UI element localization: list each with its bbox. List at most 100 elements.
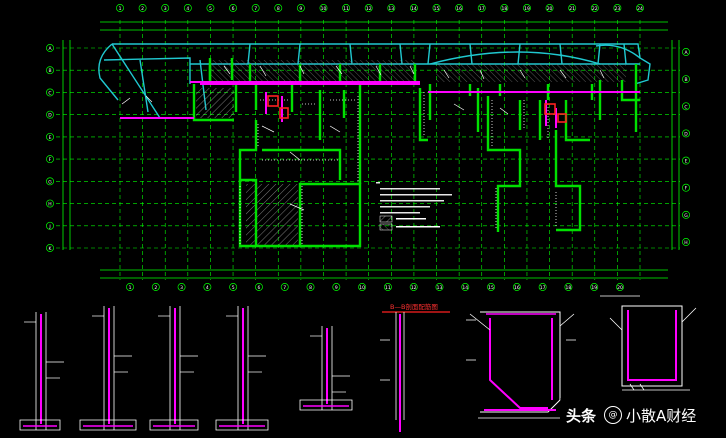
left-axis-bubble: E bbox=[46, 132, 54, 141]
right-axis-bubble: F bbox=[682, 183, 690, 192]
top-axis-bubble-label: 18 bbox=[501, 6, 507, 12]
top-axis-bubble-label: 7 bbox=[254, 6, 257, 12]
top-axis-bubble-label: 22 bbox=[592, 6, 598, 12]
top-axis-bubble: 5 bbox=[206, 4, 215, 12]
top-axis-bubble-label: 24 bbox=[637, 6, 643, 12]
top-axis-bubble: 16 bbox=[455, 4, 464, 12]
wall-section bbox=[79, 306, 137, 431]
left-axis-bubble: K bbox=[46, 244, 54, 252]
right-axis-bubble: D bbox=[682, 129, 690, 137]
bottom-axis-bubble: 13 bbox=[435, 283, 444, 291]
right-axis-bubble-label: G bbox=[684, 213, 688, 219]
bottom-axis-bubble-label: 14 bbox=[462, 285, 468, 291]
bottom-axis-bubble: 8 bbox=[306, 283, 315, 291]
top-axis-bubble: 18 bbox=[500, 4, 509, 12]
right-axis-bubble: B bbox=[682, 75, 690, 83]
bottom-axis-bubble-label: 3 bbox=[180, 285, 183, 291]
wall-section-details bbox=[19, 306, 353, 431]
right-axis-bubble: A bbox=[682, 48, 690, 56]
left-axis-bubble: F bbox=[46, 155, 54, 163]
top-axis-bubble-label: 15 bbox=[434, 6, 440, 12]
top-axis-bubble: 8 bbox=[274, 4, 283, 12]
section-details: B—B剖面配筋图 bbox=[19, 295, 697, 432]
top-axis-bubble: 14 bbox=[409, 4, 418, 12]
bottom-axis-bubble: 5 bbox=[229, 283, 238, 291]
top-axis-bubble-label: 19 bbox=[524, 6, 530, 12]
watermark: 头条 @ 小散A财经 bbox=[566, 402, 696, 428]
left-axis-bubble-label: E bbox=[49, 135, 52, 141]
top-axis-bubble: 2 bbox=[138, 4, 147, 12]
left-axis-bubble-label: B bbox=[48, 68, 51, 74]
bottom-axis-bubble: 7 bbox=[280, 283, 289, 291]
magenta-beams bbox=[120, 81, 640, 128]
watermark-backdrop bbox=[560, 398, 726, 430]
left-axis-bubble-label: C bbox=[48, 90, 51, 96]
top-axis-bubble: 4 bbox=[183, 4, 192, 12]
bottom-axis-bubble-label: 13 bbox=[437, 285, 443, 291]
top-axis-bubble: 19 bbox=[523, 4, 531, 12]
right-axis-bubble: G bbox=[682, 210, 690, 219]
top-axis-bubble-label: 2 bbox=[141, 6, 144, 12]
top-axis-bubble-label: 6 bbox=[232, 6, 235, 12]
top-axis-bubble-label: 8 bbox=[277, 6, 280, 12]
right-axis-bubble-label: E bbox=[685, 159, 688, 165]
wall-section bbox=[149, 306, 199, 431]
right-axis-bubble: C bbox=[682, 102, 690, 110]
bottom-axis-bubble-label: 12 bbox=[411, 285, 417, 291]
hatched-areas bbox=[196, 60, 626, 246]
top-axis-bubble-label: 10 bbox=[321, 6, 327, 12]
left-axis-bubble-label: G bbox=[48, 179, 52, 185]
plan-annotations bbox=[121, 65, 605, 211]
top-axis-bubble-label: 21 bbox=[569, 6, 575, 12]
bottom-axis-bubble: 19 bbox=[590, 283, 599, 291]
top-axis-bubble: 24 bbox=[636, 4, 644, 12]
bottom-axis-bubble: 9 bbox=[332, 283, 341, 291]
right-axis-bubble-label: D bbox=[684, 131, 688, 137]
bottom-axis-bubble: 15 bbox=[487, 283, 496, 291]
top-axis-bubble-label: 16 bbox=[456, 6, 462, 12]
section-title: B—B剖面配筋图 bbox=[390, 302, 438, 311]
right-axis-bubble-label: F bbox=[685, 186, 688, 192]
top-axis-bubble: 12 bbox=[364, 4, 373, 12]
bottom-axis-bubble: 1 bbox=[126, 283, 134, 291]
bottom-axis-bubble: 6 bbox=[254, 283, 263, 291]
watermark-account: 小散A财经 bbox=[626, 406, 697, 425]
bottom-axis-bubble: 3 bbox=[177, 283, 186, 291]
watermark-brand: 头条 bbox=[566, 406, 597, 425]
top-axis-bubble: 17 bbox=[477, 4, 486, 12]
bottom-axis-bubble-label: 5 bbox=[232, 285, 235, 291]
right-axis-bubble-label: B bbox=[684, 77, 687, 83]
top-axis-bubble-label: 4 bbox=[186, 6, 189, 12]
top-axis-bubble: 21 bbox=[568, 4, 577, 12]
top-axis-bubble-label: 1 bbox=[119, 6, 122, 12]
stair-core-marks bbox=[267, 95, 567, 123]
top-axis-bubble-label: 17 bbox=[479, 6, 485, 12]
notes-block bbox=[376, 182, 452, 231]
top-axis-bubble: 7 bbox=[251, 4, 260, 12]
bottom-axis-bubble-label: 7 bbox=[283, 285, 286, 291]
bottom-axis-bubble: 4 bbox=[203, 283, 212, 291]
bottom-axis-bubble: 10 bbox=[358, 283, 367, 291]
bottom-axis-bubble-label: 9 bbox=[335, 285, 338, 291]
left-axis-bubble-label: D bbox=[48, 113, 52, 119]
bottom-axis-bubble: 20 bbox=[616, 283, 624, 291]
bottom-axis-bubble-label: 6 bbox=[258, 285, 261, 291]
bottom-axis-bubble: 18 bbox=[564, 283, 573, 291]
retaining-wall-detail bbox=[466, 311, 576, 419]
left-axis-bubble: G bbox=[46, 177, 54, 185]
bottom-axis-bubble: 11 bbox=[383, 283, 392, 291]
dimension-frame bbox=[62, 21, 680, 279]
top-axis-bubble-label: 12 bbox=[366, 6, 372, 12]
bottom-axis-bubble-label: 8 bbox=[309, 285, 312, 291]
bottom-axis-bubble-label: 18 bbox=[566, 285, 572, 291]
left-axis-bubble: C bbox=[46, 88, 54, 96]
rebar-dotted-lines bbox=[239, 91, 596, 244]
bottom-axis-bubble-label: 2 bbox=[154, 285, 157, 291]
left-axis-bubble: H bbox=[46, 199, 54, 208]
top-axis-bubble: 3 bbox=[161, 4, 170, 12]
right-axis-bubble-label: C bbox=[684, 104, 687, 110]
left-axis-bubble-label: F bbox=[49, 157, 52, 163]
